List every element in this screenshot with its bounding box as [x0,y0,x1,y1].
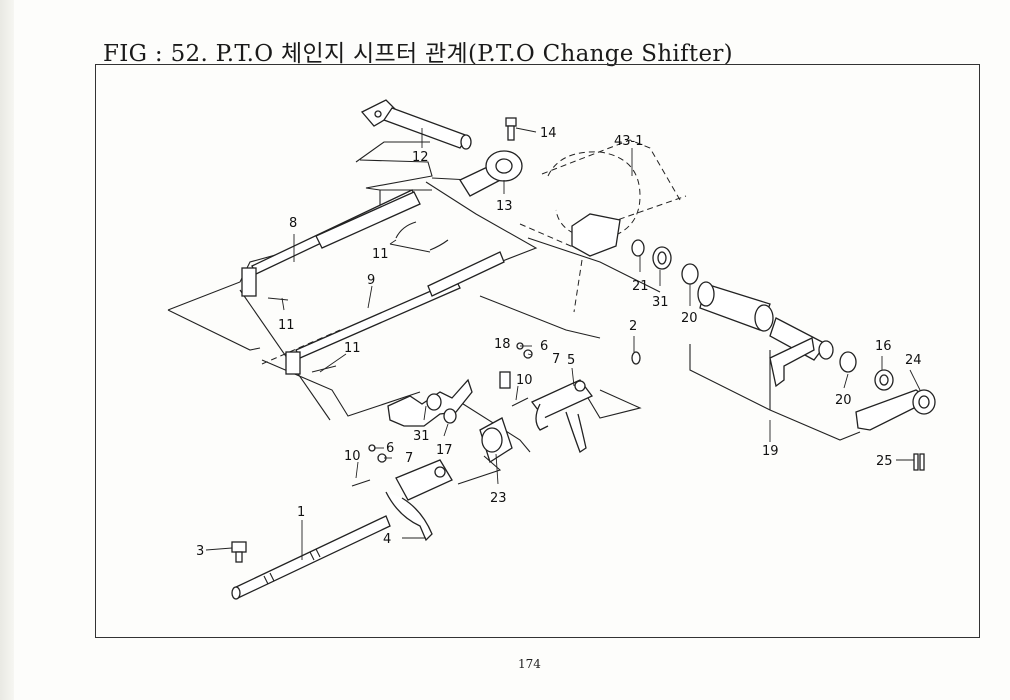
callout-10-b: 10 [344,449,361,464]
leader-lines [205,127,921,560]
callout-3: 3 [196,544,204,559]
callout-22: 21 [632,279,649,294]
callout-19: 19 [762,444,779,459]
part-8-rod [241,189,421,297]
callout-11-a: 11 [372,247,389,262]
callout-13: 13 [496,199,513,214]
diagram-frame [95,64,980,638]
part-12-shaft [360,99,472,150]
callout-6-b: 6 [386,441,394,456]
callout-20-a: 20 [681,311,698,326]
callout-8: 8 [289,216,297,231]
part-31-plate [387,378,473,427]
callout-11-b: 11 [278,318,295,333]
callout-16: 23 [490,491,507,506]
page-number: 174 [518,657,541,671]
part-43-1-housing [547,151,641,257]
figure-title: FIG : 52. P.T.O 체인지 시프터 관계(P.T.O Change … [103,41,733,67]
callout-31: 31 [413,429,430,444]
callout-5: 5 [567,353,575,368]
callout-25: 31 [652,295,669,310]
part-2-ring [631,351,641,365]
callout-7-b: 7 [405,451,413,466]
callout-24: 25 [876,454,893,469]
part-1-shaft [231,515,391,600]
callout-20-b: 20 [835,393,852,408]
callout-10-a: 10 [516,373,533,388]
part-24-pin [913,453,925,471]
part-13-arm [459,150,523,197]
callout-17: 17 [436,443,453,458]
callout-2: 2 [629,319,637,334]
callout-11-c: 11 [344,341,361,356]
scan-edge [0,0,14,700]
part-4-fork [385,459,453,542]
callout-18: 18 [494,337,511,352]
assembly-outline-lines [167,139,861,485]
callout-7-a: 7 [552,352,560,367]
part-21-23-lever [839,351,936,431]
part-3-bolt [231,541,247,563]
part-16-17-18-pivot [443,371,513,464]
part-5-fork [530,379,594,453]
callout-23: 24 [905,353,922,368]
callout-6-a: 6 [540,339,548,354]
callout-4: 4 [383,532,391,547]
part-9-rod [285,251,505,375]
callout-1: 1 [297,505,305,520]
part-14-bolt [505,117,517,141]
callout-9: 9 [367,273,375,288]
callout-12: 12 [412,150,429,165]
part-19-20-shift-assembly [681,263,834,388]
callout-43-1: 43-1 [614,134,644,149]
part-22-25-rings [631,239,672,270]
callout-labels: 14 43-1 12 13 8 11 11 9 11 21 31 20 2 18… [196,126,922,559]
callout-21: 16 [875,339,892,354]
callout-14: 14 [540,126,557,141]
